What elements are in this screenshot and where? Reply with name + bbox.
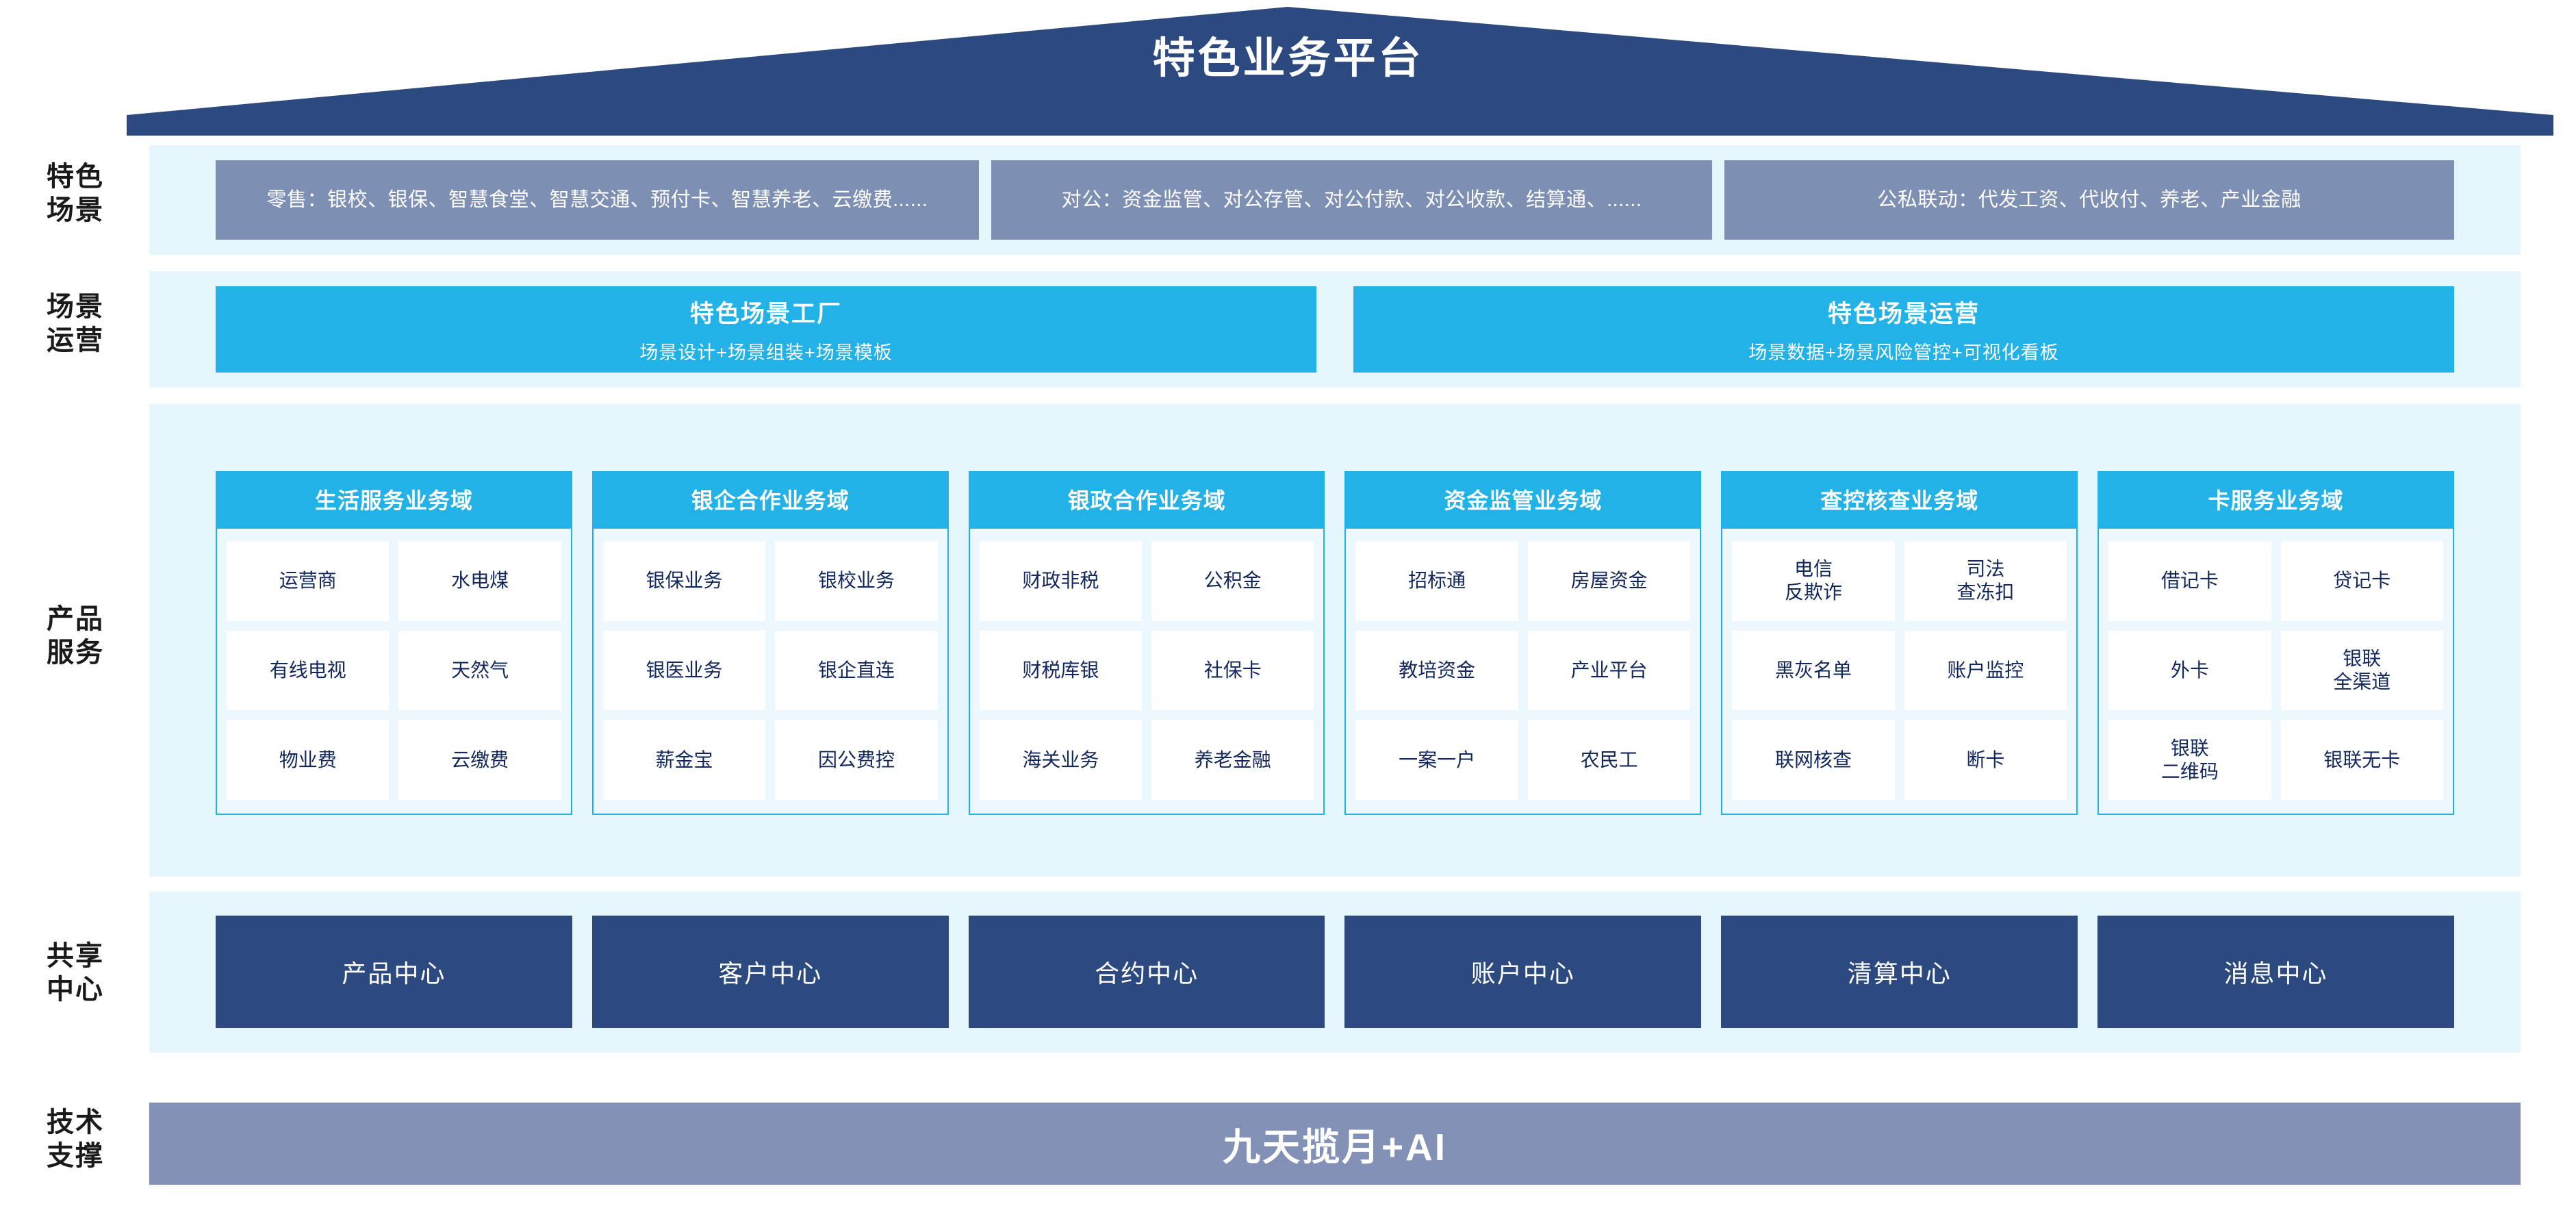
- tech-support-bar[interactable]: 九天揽月+AI: [149, 1103, 2521, 1185]
- ops-box-scene-factory-subtitle: 场景设计+场景组装+场景模板: [639, 342, 893, 363]
- row-label-scene-line2: 场景: [47, 194, 104, 225]
- product-item[interactable]: 海关业务: [979, 720, 1143, 800]
- row-label-product-line2: 服务: [47, 637, 104, 668]
- product-item[interactable]: 因公费控: [775, 720, 938, 800]
- product-item[interactable]: 银联无卡: [2280, 720, 2443, 800]
- row-label-scene-line1: 特色: [47, 162, 104, 192]
- product-item[interactable]: 财税库银: [979, 630, 1143, 711]
- scene-box-public-private[interactable]: 公私联动：代发工资、代收付、养老、产业金融: [1724, 160, 2454, 240]
- row-label-ops-line2: 运营: [47, 325, 104, 355]
- scene-band: 零售：银校、银保、智慧食堂、智慧交通、预付卡、智慧养老、云缴费...... 对公…: [149, 145, 2521, 255]
- ops-box-scene-operation-title: 特色场景运营: [1827, 301, 1980, 327]
- product-item[interactable]: 产业平台: [1527, 630, 1691, 711]
- product-item[interactable]: 房屋资金: [1527, 541, 1691, 621]
- product-domain-1-title: 生活服务业务域: [216, 471, 572, 529]
- ops-box-scene-operation[interactable]: 特色场景运营 场景数据+场景风险管控+可视化看板: [1353, 286, 2454, 373]
- product-domain-2: 银企合作业务域银保业务银校业务银医业务银企直连薪金宝因公费控: [591, 471, 949, 815]
- product-item[interactable]: 社保卡: [1151, 630, 1314, 711]
- shared-center-row: 产品中心客户中心合约中心账户中心清算中心消息中心: [216, 916, 2454, 1028]
- product-item[interactable]: 教培资金: [1355, 630, 1518, 711]
- product-item[interactable]: 招标通: [1355, 541, 1518, 621]
- product-domain-3-title: 银政合作业务域: [968, 471, 1325, 529]
- product-item[interactable]: 借记卡: [2108, 541, 2271, 621]
- product-item[interactable]: 司法查冻扣: [1904, 541, 2067, 621]
- product-item[interactable]: 云缴费: [398, 720, 561, 800]
- page-title: 特色业务平台: [1152, 35, 1424, 82]
- row-label-ops: 场景 运营: [14, 290, 137, 357]
- product-item[interactable]: 贷记卡: [2280, 541, 2443, 621]
- product-item[interactable]: 财政非税: [979, 541, 1143, 621]
- product-item[interactable]: 农民工: [1527, 720, 1691, 800]
- shared-center-box[interactable]: 客户中心: [591, 916, 949, 1028]
- product-domain-3: 银政合作业务域财政非税公积金财税库银社保卡海关业务养老金融: [968, 471, 1325, 815]
- product-item[interactable]: 外卡: [2108, 630, 2271, 711]
- product-item[interactable]: 联网核查: [1732, 720, 1895, 800]
- product-item[interactable]: 水电煤: [398, 541, 561, 621]
- product-item[interactable]: 运营商: [227, 541, 390, 621]
- product-domain-5: 查控核查业务域电信反欺诈司法查冻扣黑灰名单账户监控联网核查断卡: [1721, 471, 2078, 815]
- product-domain-5-title: 查控核查业务域: [1721, 471, 2078, 529]
- product-item[interactable]: 物业费: [227, 720, 390, 800]
- row-label-share: 共享 中心: [14, 940, 137, 1007]
- shared-center-box[interactable]: 消息中心: [2097, 916, 2454, 1028]
- scene-ops-band: 特色场景工厂 场景设计+场景组装+场景模板 特色场景运营 场景数据+场景风险管控…: [149, 271, 2521, 388]
- row-label-share-line1: 共享: [47, 941, 104, 971]
- scene-box-corporate[interactable]: 对公：资金监管、对公存管、对公付款、对公收款、结算通、......: [991, 160, 1712, 240]
- product-domain-4-grid: 招标通房屋资金教培资金产业平台一案一户农民工: [1346, 529, 1700, 814]
- shared-center-box[interactable]: 账户中心: [1344, 916, 1702, 1028]
- product-domain-3-grid: 财政非税公积金财税库银社保卡海关业务养老金融: [970, 529, 1324, 814]
- shared-center-band: 产品中心客户中心合约中心账户中心清算中心消息中心: [149, 892, 2521, 1053]
- product-item[interactable]: 银医业务: [602, 630, 766, 711]
- roof-shape-icon: [127, 7, 2553, 136]
- product-item[interactable]: 有线电视: [227, 630, 390, 711]
- row-label-ops-line1: 场景: [47, 292, 104, 322]
- product-item[interactable]: 银企直连: [775, 630, 938, 711]
- product-item[interactable]: 电信反欺诈: [1732, 541, 1895, 621]
- product-item[interactable]: 天然气: [398, 630, 561, 711]
- product-item[interactable]: 公积金: [1151, 541, 1314, 621]
- product-domain-6-grid: 借记卡贷记卡外卡银联全渠道银联二维码银联无卡: [2099, 529, 2453, 814]
- product-item[interactable]: 银校业务: [775, 541, 938, 621]
- product-domain-2-grid: 银保业务银校业务银医业务银企直连薪金宝因公费控: [594, 529, 947, 814]
- product-item[interactable]: 黑灰名单: [1732, 630, 1895, 711]
- platform-roof-banner: 特色业务平台: [0, 0, 2576, 136]
- row-label-tech-line2: 支撑: [47, 1140, 104, 1171]
- product-domain-5-grid: 电信反欺诈司法查冻扣黑灰名单账户监控联网核查断卡: [1722, 529, 2076, 814]
- product-item[interactable]: 银联二维码: [2108, 720, 2271, 800]
- shared-center-box[interactable]: 清算中心: [1721, 916, 2078, 1028]
- product-item[interactable]: 银联全渠道: [2280, 630, 2443, 711]
- product-domain-4: 资金监管业务域招标通房屋资金教培资金产业平台一案一户农民工: [1344, 471, 1702, 815]
- row-label-tech-line1: 技术: [47, 1107, 104, 1137]
- product-domain-6-title: 卡服务业务域: [2097, 471, 2454, 529]
- product-item[interactable]: 养老金融: [1151, 720, 1314, 800]
- product-domain-1-grid: 运营商水电煤有线电视天然气物业费云缴费: [217, 529, 571, 814]
- product-domain-6: 卡服务业务域借记卡贷记卡外卡银联全渠道银联二维码银联无卡: [2097, 471, 2454, 815]
- ops-box-scene-operation-subtitle: 场景数据+场景风险管控+可视化看板: [1748, 342, 2059, 363]
- product-item[interactable]: 一案一户: [1355, 720, 1518, 800]
- product-item[interactable]: 薪金宝: [602, 720, 766, 800]
- row-label-scene: 特色 场景: [14, 160, 137, 227]
- product-item[interactable]: 账户监控: [1904, 630, 2067, 711]
- shared-center-box[interactable]: 合约中心: [968, 916, 1325, 1028]
- product-domain-2-title: 银企合作业务域: [591, 471, 949, 529]
- row-label-tech: 技术 支撑: [14, 1106, 137, 1173]
- row-label-product: 产品 服务: [14, 603, 137, 670]
- product-service-band: 生活服务业务域运营商水电煤有线电视天然气物业费云缴费银企合作业务域银保业务银校业…: [149, 404, 2521, 877]
- row-label-product-line1: 产品: [47, 604, 104, 634]
- shared-center-box[interactable]: 产品中心: [216, 916, 572, 1028]
- scene-box-retail[interactable]: 零售：银校、银保、智慧食堂、智慧交通、预付卡、智慧养老、云缴费......: [216, 160, 979, 240]
- ops-box-scene-factory[interactable]: 特色场景工厂 场景设计+场景组装+场景模板: [216, 286, 1316, 373]
- ops-box-scene-factory-title: 特色场景工厂: [689, 301, 842, 327]
- product-domain-row: 生活服务业务域运营商水电煤有线电视天然气物业费云缴费银企合作业务域银保业务银校业…: [216, 471, 2454, 815]
- product-item[interactable]: 断卡: [1904, 720, 2067, 800]
- row-label-share-line2: 中心: [47, 974, 104, 1005]
- product-domain-1: 生活服务业务域运营商水电煤有线电视天然气物业费云缴费: [216, 471, 572, 815]
- product-item[interactable]: 银保业务: [602, 541, 766, 621]
- scene-box-row: 零售：银校、银保、智慧食堂、智慧交通、预付卡、智慧养老、云缴费...... 对公…: [216, 160, 2454, 240]
- product-domain-4-title: 资金监管业务域: [1344, 471, 1702, 529]
- scene-ops-row: 特色场景工厂 场景设计+场景组装+场景模板 特色场景运营 场景数据+场景风险管控…: [216, 286, 2454, 373]
